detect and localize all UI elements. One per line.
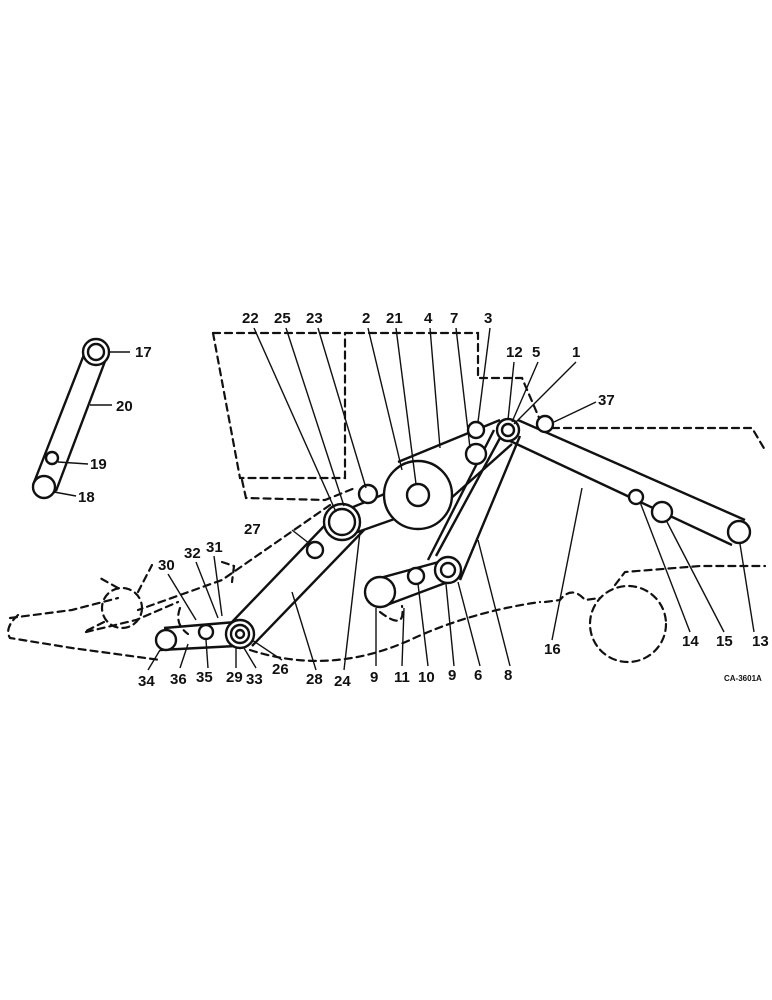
callout-8: 8 [504, 667, 512, 684]
callout-1: 1 [572, 344, 580, 361]
pulley-15 [650, 500, 674, 524]
callout-36: 36 [170, 671, 187, 688]
callout-22: 22 [242, 310, 259, 327]
pulley-13 [726, 519, 752, 545]
pulley-19 [44, 450, 60, 466]
callout-23: 23 [306, 310, 323, 327]
callout-16: 16 [544, 641, 561, 658]
callout-9-left: 9 [370, 669, 378, 686]
pulley-14 [627, 488, 645, 506]
callout-19: 19 [90, 456, 107, 473]
callout-15: 15 [716, 633, 733, 650]
callout-18: 18 [78, 489, 95, 506]
callout-13: 13 [752, 633, 769, 650]
callout-5: 5 [532, 344, 540, 361]
callout-7: 7 [450, 310, 458, 327]
callout-14: 14 [682, 633, 699, 650]
pulley-27 [305, 540, 325, 560]
belt-36 [159, 620, 237, 652]
belt-20 [31, 351, 109, 496]
belt-28 [231, 521, 365, 647]
callout-3: 3 [484, 310, 492, 327]
pulley-3 [466, 420, 486, 440]
callout-34: 34 [138, 673, 155, 690]
callout-21: 21 [386, 310, 403, 327]
callout-labels: 17 20 19 18 22 25 23 2 21 4 7 3 12 5 1 3… [78, 310, 769, 690]
callout-11: 11 [394, 669, 410, 686]
callout-24: 24 [334, 673, 351, 690]
belts [31, 351, 746, 652]
pulley-7 [464, 442, 488, 466]
callout-30: 30 [158, 557, 175, 574]
callout-35: 35 [196, 669, 213, 686]
pulley-9b [363, 575, 397, 609]
callout-33: 33 [246, 671, 263, 688]
callout-25: 25 [274, 310, 291, 327]
pulleys [31, 337, 752, 652]
pulley-23 [357, 483, 379, 505]
belt-16 [507, 418, 746, 547]
diagram-code: CA-3601A [724, 674, 762, 683]
pulley-34 [154, 628, 178, 652]
callout-26: 26 [272, 661, 289, 678]
callout-29: 29 [226, 669, 243, 686]
callout-20: 20 [116, 398, 133, 415]
callout-2: 2 [362, 310, 370, 327]
callout-9-right: 9 [448, 667, 456, 684]
pulley-35 [197, 623, 215, 641]
callout-4: 4 [424, 310, 433, 327]
callout-28: 28 [306, 671, 323, 688]
pulley-37 [535, 414, 555, 434]
callout-10: 10 [418, 669, 435, 686]
callout-12: 12 [506, 344, 523, 361]
callout-6: 6 [474, 667, 482, 684]
pulley-18 [31, 474, 57, 500]
callout-37: 37 [598, 392, 615, 409]
callout-32: 32 [184, 545, 201, 562]
leader-lines [53, 327, 755, 671]
pulley-10 [406, 566, 426, 586]
callout-17: 17 [135, 344, 152, 361]
belt-8 [434, 435, 522, 581]
callout-31: 31 [206, 539, 223, 556]
callout-27: 27 [244, 521, 261, 538]
